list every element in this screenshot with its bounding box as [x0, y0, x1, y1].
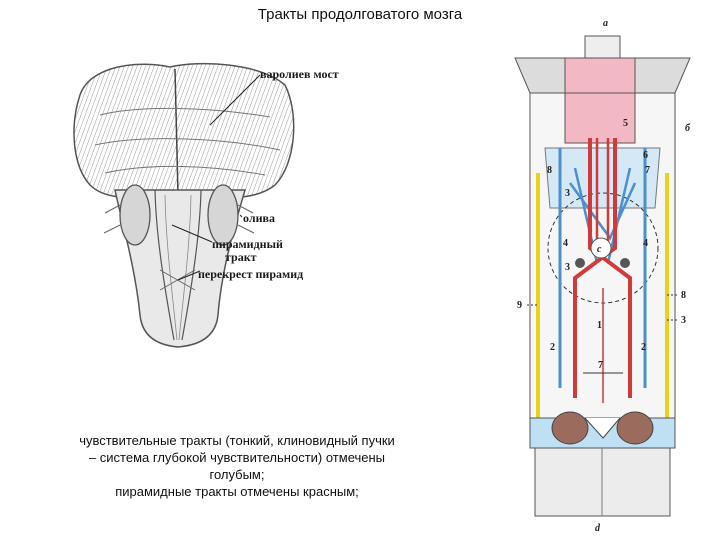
num-4-right: 4: [643, 238, 648, 249]
num-7-center: 7: [598, 360, 603, 371]
label-pyramidal-tract-1: пирамидный: [212, 237, 283, 251]
num-2-right: 2: [641, 342, 646, 353]
caption: чувствительные тракты (тонкий, клиновидн…: [22, 432, 452, 500]
num-8-right: 8: [681, 290, 686, 301]
label-olive: олива: [243, 211, 275, 225]
leader-olive: [239, 214, 243, 218]
letter-d: d: [595, 523, 601, 534]
num-7: 7: [645, 165, 650, 176]
tracts-schematic: a б d c 5 6 7 8 3 4 4 3 9 8 3 1 2 2 7: [514, 18, 691, 534]
caption-line-2: – система глубокой чувствительности) отм…: [88, 450, 386, 465]
num-4-left: 4: [563, 238, 568, 249]
olive-right: [207, 184, 239, 246]
leader-decussation: [177, 270, 201, 281]
olive-left: [119, 184, 151, 246]
num-6: 6: [643, 150, 648, 161]
num-3-right: 3: [681, 315, 686, 326]
letter-b: б: [685, 123, 691, 134]
num-5: 5: [623, 118, 628, 129]
brainstem-illustration: [73, 62, 295, 348]
pons-shape: [73, 62, 295, 199]
label-pyramidal-tract-2: тракт: [225, 250, 257, 264]
num-9: 9: [517, 300, 522, 311]
pyramid-left: [154, 189, 175, 341]
num-3-left: 3: [565, 188, 570, 199]
leader-pyramid: [171, 224, 213, 243]
num-2-left: 2: [550, 342, 555, 353]
letter-a: a: [603, 18, 608, 29]
label-pons: варолиев мост: [260, 67, 339, 81]
caption-line-1: чувствительные тракты (тонкий, клиновидн…: [79, 433, 395, 448]
num-8-top: 8: [547, 165, 552, 176]
label-pyramidal-decussation: перекрест пирамид: [198, 267, 304, 281]
caption-line-4: пирамидные тракты отмечены красным;: [115, 484, 359, 499]
num-1: 1: [597, 320, 602, 331]
letter-c: c: [597, 244, 602, 255]
leader-pons: [209, 74, 261, 126]
num-3-center: 3: [565, 262, 570, 273]
page-title: Тракты продолговатого мозга: [257, 6, 463, 23]
pyramid-right: [181, 189, 202, 341]
caption-line-3: голубым;: [209, 467, 265, 482]
